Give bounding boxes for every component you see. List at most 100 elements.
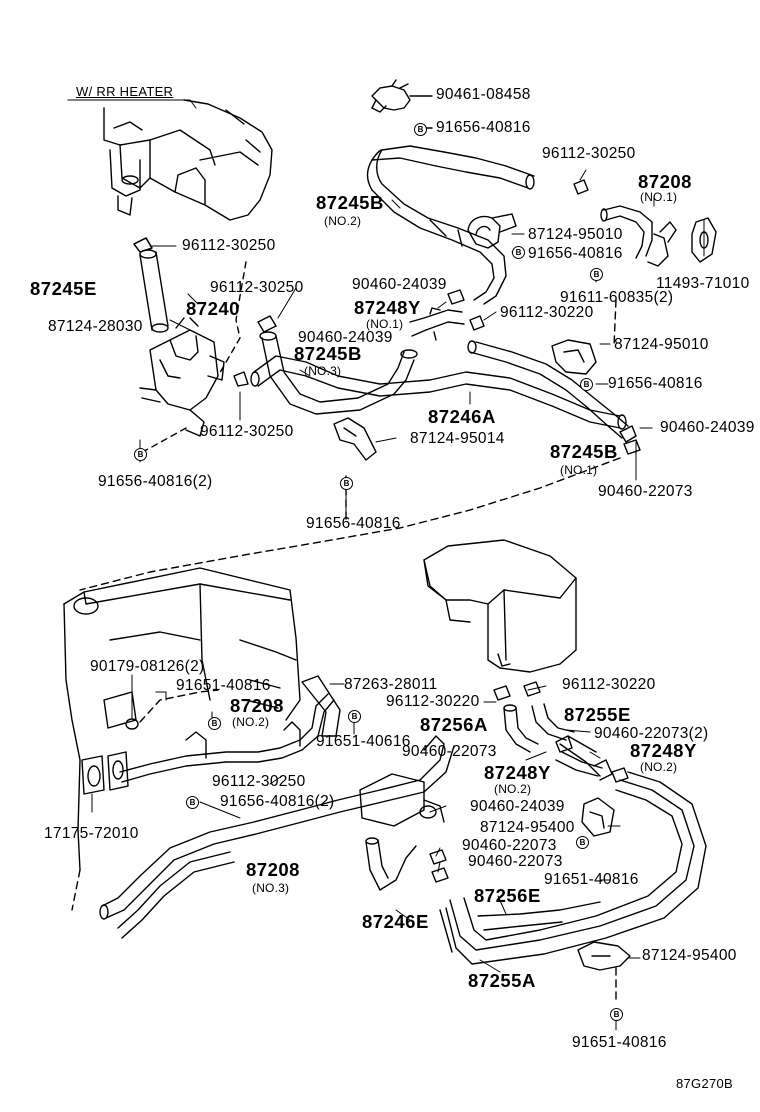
bolt-symbol: B [590, 268, 603, 281]
hose-87245b-no1 [467, 340, 629, 439]
label-87246a: 87246A [428, 406, 496, 427]
label-87248y-no1: 87248Y [354, 297, 421, 318]
label-87255a: 87255A [468, 970, 536, 991]
label-96112-30220-b: 96112-30220 [562, 676, 656, 693]
label-90461-08458: 90461-08458 [436, 86, 531, 103]
label-91651-4081x: 91651-40816 [176, 678, 271, 694]
hose-87248y-no1 [409, 307, 465, 341]
bolt-symbol: B [348, 710, 361, 723]
label-96112-3025x: 96112-30250 [212, 774, 306, 790]
label-96112-30250-b: 96112-30250 [182, 237, 276, 254]
clamp-87124-95400-a [581, 797, 615, 837]
label-91656-40816: 91656-40816 [436, 119, 531, 136]
engine-lower [63, 567, 301, 871]
label-90179-08126: 90179-08126(2) [90, 658, 205, 675]
fitting-90461 [371, 79, 433, 129]
diagram-code: 87G270B [676, 1076, 734, 1091]
hose-87245e [133, 237, 169, 333]
label-87245b-no2-sub: (NO.2) [324, 214, 362, 228]
label-87245b-no3: 87245B [294, 343, 362, 364]
label-90460-24039-c: 90460-24039 [470, 798, 565, 815]
label-87208-no2: 87208 [230, 695, 284, 716]
hose-87208-no1 [600, 205, 677, 267]
hose-87245b-no2 [366, 145, 535, 305]
clamp-87124-95400-b [577, 941, 631, 971]
hose-87245b-no3 [259, 331, 418, 415]
label-87124-95014: 87124-95014 [410, 430, 505, 447]
clamp-87124-9501x [467, 213, 517, 249]
label-90460-22073: 90460-22073 [598, 483, 693, 500]
bolt-symbol: B [340, 477, 353, 490]
tube-87246e [365, 735, 455, 891]
label-87208-no2-sub: (NO.2) [232, 715, 270, 729]
label-87245e: 87245E [30, 278, 97, 299]
pipe-87208-no2 [119, 693, 335, 783]
rear-heater-unit [423, 539, 577, 673]
label-90460-22073-2: 90460-22073(2) [594, 725, 709, 742]
label-90460-22073-c: 90460-22073 [468, 853, 563, 870]
valve-87240 [137, 261, 247, 455]
bolt-symbol: B [414, 123, 427, 136]
bolt-symbol: B [610, 1008, 623, 1021]
label-87248y-no2: 87248Y [484, 762, 551, 783]
label-87255e: 87255E [564, 704, 631, 725]
label-91651-40816-e: 91651-40816 [544, 871, 639, 888]
label-96112-30250-c: 96112-30250 [210, 279, 304, 296]
label-87256e: 87256E [474, 885, 541, 906]
label-87208-no3: 87208 [246, 859, 300, 880]
label-91656-40816-2: 91656-40816(2) [98, 473, 213, 490]
label-17175-72010: 17175-72010 [44, 825, 139, 842]
label-90460-24039-b: 90460-24039 [298, 330, 393, 346]
rr-heater-engine-block [103, 99, 273, 221]
clamp-87124-95010 [551, 339, 597, 375]
dashed-connectors-lower [71, 689, 617, 1005]
label-91651-40816-f: 91651-40816 [572, 1034, 667, 1051]
label-87208-no1-sub: (NO.1) [640, 190, 678, 204]
tube-87246a [250, 355, 627, 430]
label-96112-3022x: 96112-30220 [386, 694, 480, 710]
label-90460-22073-b: 90460-22073 [462, 837, 557, 854]
label-87245b-no1-sub: (NO.1) [560, 463, 598, 477]
label-87124-9501x: 87124-95010 [528, 227, 623, 243]
label-91656-4081x-2: 91656-40816(2) [220, 794, 335, 810]
label-91656-40816-d: 91656-40816 [306, 515, 401, 532]
label-96112-30250: 96112-30250 [542, 145, 636, 162]
label-87248y-no2-sub: (NO.2) [494, 782, 532, 796]
bolt-symbol: B [580, 378, 593, 391]
label-11493-7101x: 11493-71010 [656, 276, 750, 292]
label-87245b-no1: 87245B [550, 441, 618, 462]
label-87256a: 87256A [420, 714, 488, 735]
bolt-symbol: B [208, 717, 221, 730]
label-87263-28011: 87263-28011 [344, 676, 438, 693]
label-87248y-no2-right: 87248Y [630, 740, 697, 761]
hose-87248y-no2 [555, 751, 613, 781]
header-w-rr-heater: W/ RR HEATER [76, 84, 174, 99]
label-87124-2803x: 87124-28030 [48, 319, 143, 335]
hoses-87255a-87256e [439, 735, 707, 965]
label-91611-60835: 91611-60835(2) [560, 289, 674, 306]
label-90460-2207x: 90460-22073 [402, 744, 497, 760]
valve-cluster [359, 773, 445, 827]
label-87240: 87240 [186, 298, 240, 319]
bracket-87263-28011 [301, 675, 341, 737]
small-clamps-lower [429, 681, 629, 883]
label-87208-no1: 87208 [638, 171, 692, 192]
label-91656-40816-b: 91656-40816 [528, 246, 623, 262]
label-91651-40616: 91651-40616 [316, 734, 411, 750]
bolt-symbol: B [134, 448, 147, 461]
label-90460-240xx: 90460-24039 [660, 420, 755, 436]
label-91656-40816-c: 91656-40816 [608, 375, 703, 392]
label-96112-30220: 96112-30220 [500, 304, 594, 321]
clamp-87124-95014 [333, 417, 377, 461]
bolt-symbol: B [186, 796, 199, 809]
label-87248y-no2-right-sub: (NO.2) [640, 760, 678, 774]
label-87245b-no3-sub: (NO.3) [304, 364, 342, 378]
label-87124-95400-a: 87124-95400 [480, 820, 575, 836]
label-87124-95400-b: 87124-95400 [642, 948, 737, 964]
label-87245b-no2: 87245B [316, 192, 384, 213]
bolt-symbol: B [512, 246, 525, 259]
bolt-symbol: B [576, 836, 589, 849]
small-hose-clamps [133, 179, 641, 455]
